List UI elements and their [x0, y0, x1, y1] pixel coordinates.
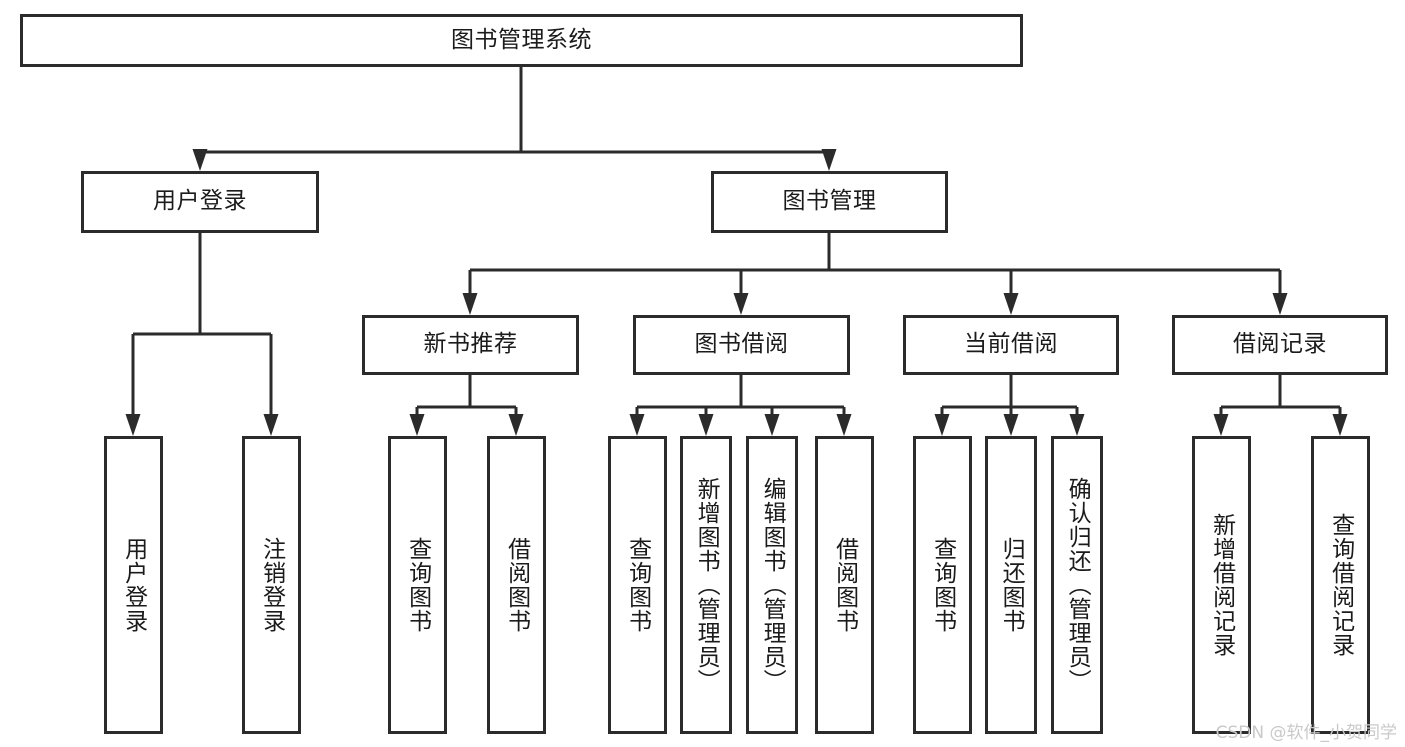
node-leaf-confirm-return-admin[interactable]: 确认归还（管理员）	[1051, 436, 1103, 734]
node-label: 编辑图书（管理员）	[759, 477, 786, 693]
node-label: 注销登录	[258, 537, 285, 633]
arrowhead-icon	[192, 149, 208, 171]
node-book-manage[interactable]: 图书管理	[711, 171, 948, 233]
node-label: 图书借阅	[694, 331, 789, 358]
watermark: CSDN @软件_小贺同学	[1215, 723, 1397, 743]
node-leaf-query-book-current[interactable]: 查询图书	[913, 436, 972, 734]
arrowhead-icon	[462, 293, 478, 315]
node-leaf-query-book[interactable]: 查询图书	[608, 436, 667, 734]
node-leaf-query-book-recommend[interactable]: 查询图书	[388, 436, 447, 734]
arrowhead-icon	[1003, 293, 1019, 315]
node-book-borrow[interactable]: 图书借阅	[633, 315, 850, 375]
node-label: 借阅图书	[831, 537, 858, 633]
node-label: 借阅图书	[503, 537, 530, 633]
arrowhead-icon	[934, 414, 950, 436]
arrowhead-icon	[1069, 414, 1085, 436]
node-label: 新增图书（管理员）	[693, 477, 720, 693]
node-label: 用户登录	[120, 537, 147, 633]
node-leaf-user-logout[interactable]: 注销登录	[242, 436, 301, 734]
node-label: 当前借阅	[964, 331, 1058, 358]
node-user-login[interactable]: 用户登录	[81, 171, 319, 233]
arrowhead-icon	[1272, 293, 1288, 315]
arrowhead-icon	[629, 414, 645, 436]
node-label: 查询借阅记录	[1327, 513, 1354, 657]
node-label: 查询图书	[404, 537, 431, 633]
node-leaf-user-login[interactable]: 用户登录	[104, 436, 163, 734]
node-label: 新书推荐	[423, 331, 518, 358]
arrowhead-icon	[1332, 414, 1348, 436]
arrowhead-icon	[125, 414, 141, 436]
arrowhead-icon	[1003, 414, 1019, 436]
node-label: 查询图书	[929, 537, 956, 633]
arrowhead-icon	[1213, 414, 1229, 436]
node-new-book-recommend[interactable]: 新书推荐	[362, 315, 579, 375]
node-leaf-borrow-book[interactable]: 借阅图书	[815, 436, 874, 734]
node-leaf-borrow-book-recommend[interactable]: 借阅图书	[487, 436, 546, 734]
arrowhead-icon	[764, 414, 780, 436]
node-label: 借阅记录	[1233, 331, 1327, 358]
arrowhead-icon	[821, 149, 837, 171]
arrowhead-icon	[836, 414, 852, 436]
node-label: 新增借阅记录	[1208, 513, 1235, 657]
arrowhead-icon	[698, 414, 714, 436]
node-leaf-add-borrow-record[interactable]: 新增借阅记录	[1192, 436, 1251, 734]
node-label: 查询图书	[624, 537, 651, 633]
node-label: 确认归还（管理员）	[1064, 477, 1091, 693]
node-borrow-record[interactable]: 借阅记录	[1172, 315, 1388, 375]
node-leaf-query-borrow-record[interactable]: 查询借阅记录	[1311, 436, 1370, 734]
node-label: 图书管理系统	[451, 26, 592, 53]
node-current-borrow[interactable]: 当前借阅	[903, 315, 1119, 375]
node-label: 归还图书	[998, 537, 1025, 633]
node-label: 用户登录	[153, 188, 247, 215]
node-leaf-add-book-admin[interactable]: 新增图书（管理员）	[680, 436, 732, 734]
node-root[interactable]: 图书管理系统	[20, 14, 1023, 67]
node-label: 图书管理	[782, 188, 877, 215]
arrowhead-icon	[263, 414, 279, 436]
arrowhead-icon	[409, 414, 425, 436]
arrowhead-icon	[733, 293, 749, 315]
node-leaf-edit-book-admin[interactable]: 编辑图书（管理员）	[746, 436, 798, 734]
node-leaf-return-book[interactable]: 归还图书	[985, 436, 1037, 734]
arrowhead-icon	[508, 414, 524, 436]
